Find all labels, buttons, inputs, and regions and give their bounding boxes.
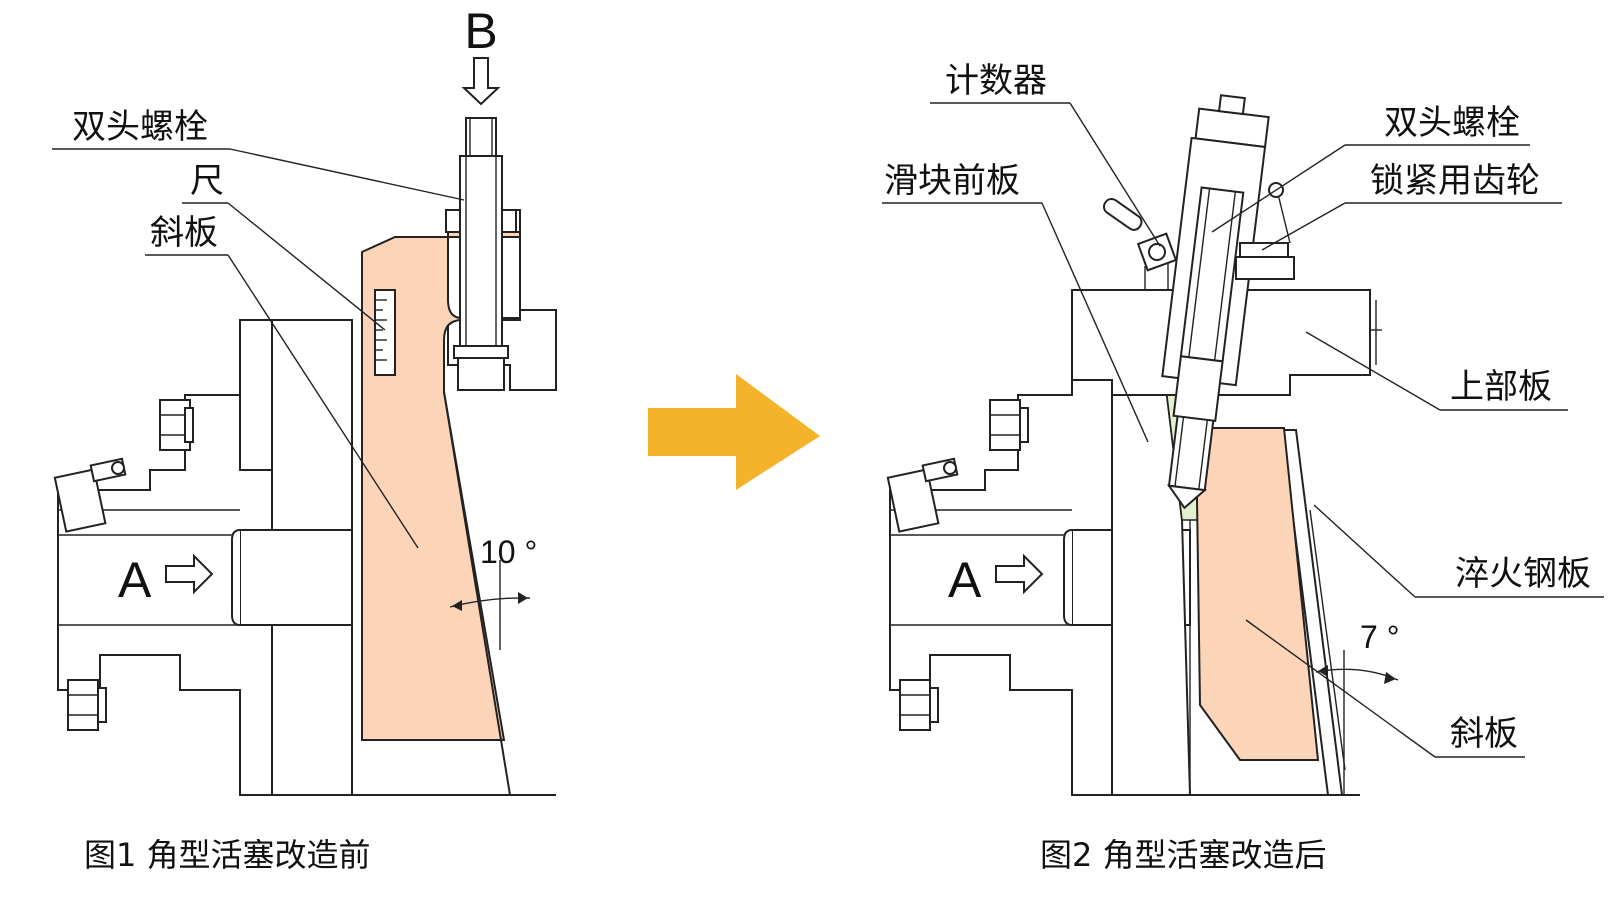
- fig2-lock-gear-icon: [1235, 182, 1295, 280]
- fig1-label-b: B: [464, 3, 497, 59]
- fig1-ruler-icon: [374, 289, 396, 376]
- fig1-label-ruler: 尺: [190, 161, 224, 201]
- fig1-slope-line: [443, 391, 511, 796]
- fig2-stud-bolt: [1161, 94, 1270, 510]
- fig1-arrow-b-icon: [461, 57, 501, 106]
- transition-arrow-icon: [648, 374, 820, 490]
- fig1-piston-rod: [239, 529, 353, 626]
- fig2-label-a: A: [948, 552, 982, 608]
- figure-2: A 7 ° 计数器 双头螺栓 滑块前板 锁紧用齿轮 上部板 淬火钢板 斜板 图2…: [882, 61, 1604, 874]
- fig1-housing-plate: [239, 319, 273, 471]
- fig2-label-slide-front-plate: 滑块前板: [884, 161, 1020, 201]
- fig2-label-stud-bolt: 双头螺栓: [1384, 103, 1520, 143]
- fig2-bolt-head-icon: [989, 399, 1029, 451]
- fig1-caption: 图1 角型活塞改造前: [84, 836, 371, 874]
- fig1-label-stud-bolt: 双头螺栓: [72, 107, 208, 147]
- fig1-label-wedge: 斜板: [150, 213, 218, 253]
- fig2-label-lock-gear: 锁紧用齿轮: [1370, 161, 1540, 201]
- fig2-clamp-icon: [886, 457, 959, 533]
- fig1-angle-label: 10 °: [480, 534, 537, 570]
- fig2-counter-icon: [1102, 197, 1178, 290]
- fig2-arrow-a-icon: [995, 553, 1044, 595]
- fig1-stud-bolt: [445, 117, 517, 391]
- fig2-bolt-head-icon-lower: [899, 679, 939, 731]
- fig1-label-a: A: [118, 552, 152, 608]
- figure-1: B A 双头螺栓 尺 斜板 10 ° 图1 角型活塞改造前: [52, 3, 557, 874]
- fig1-bolt-head-icon: [159, 399, 194, 451]
- fig1-bolt-head-icon-lower: [67, 679, 107, 731]
- fig2-label-hardened-plate: 淬火钢板: [1455, 554, 1591, 594]
- fig1-clamp-icon: [53, 457, 127, 533]
- fig2-label-counter: 计数器: [945, 61, 1047, 101]
- fig2-hardened-plate: [1280, 429, 1344, 796]
- fig2-angle-label: 7 °: [1360, 619, 1399, 655]
- fig2-label-upper-plate: 上部板: [1450, 367, 1552, 407]
- fig2-caption: 图2 角型活塞改造后: [1040, 836, 1327, 874]
- fig1-arrow-a-icon: [165, 553, 214, 595]
- fig2-label-wedge: 斜板: [1450, 714, 1518, 754]
